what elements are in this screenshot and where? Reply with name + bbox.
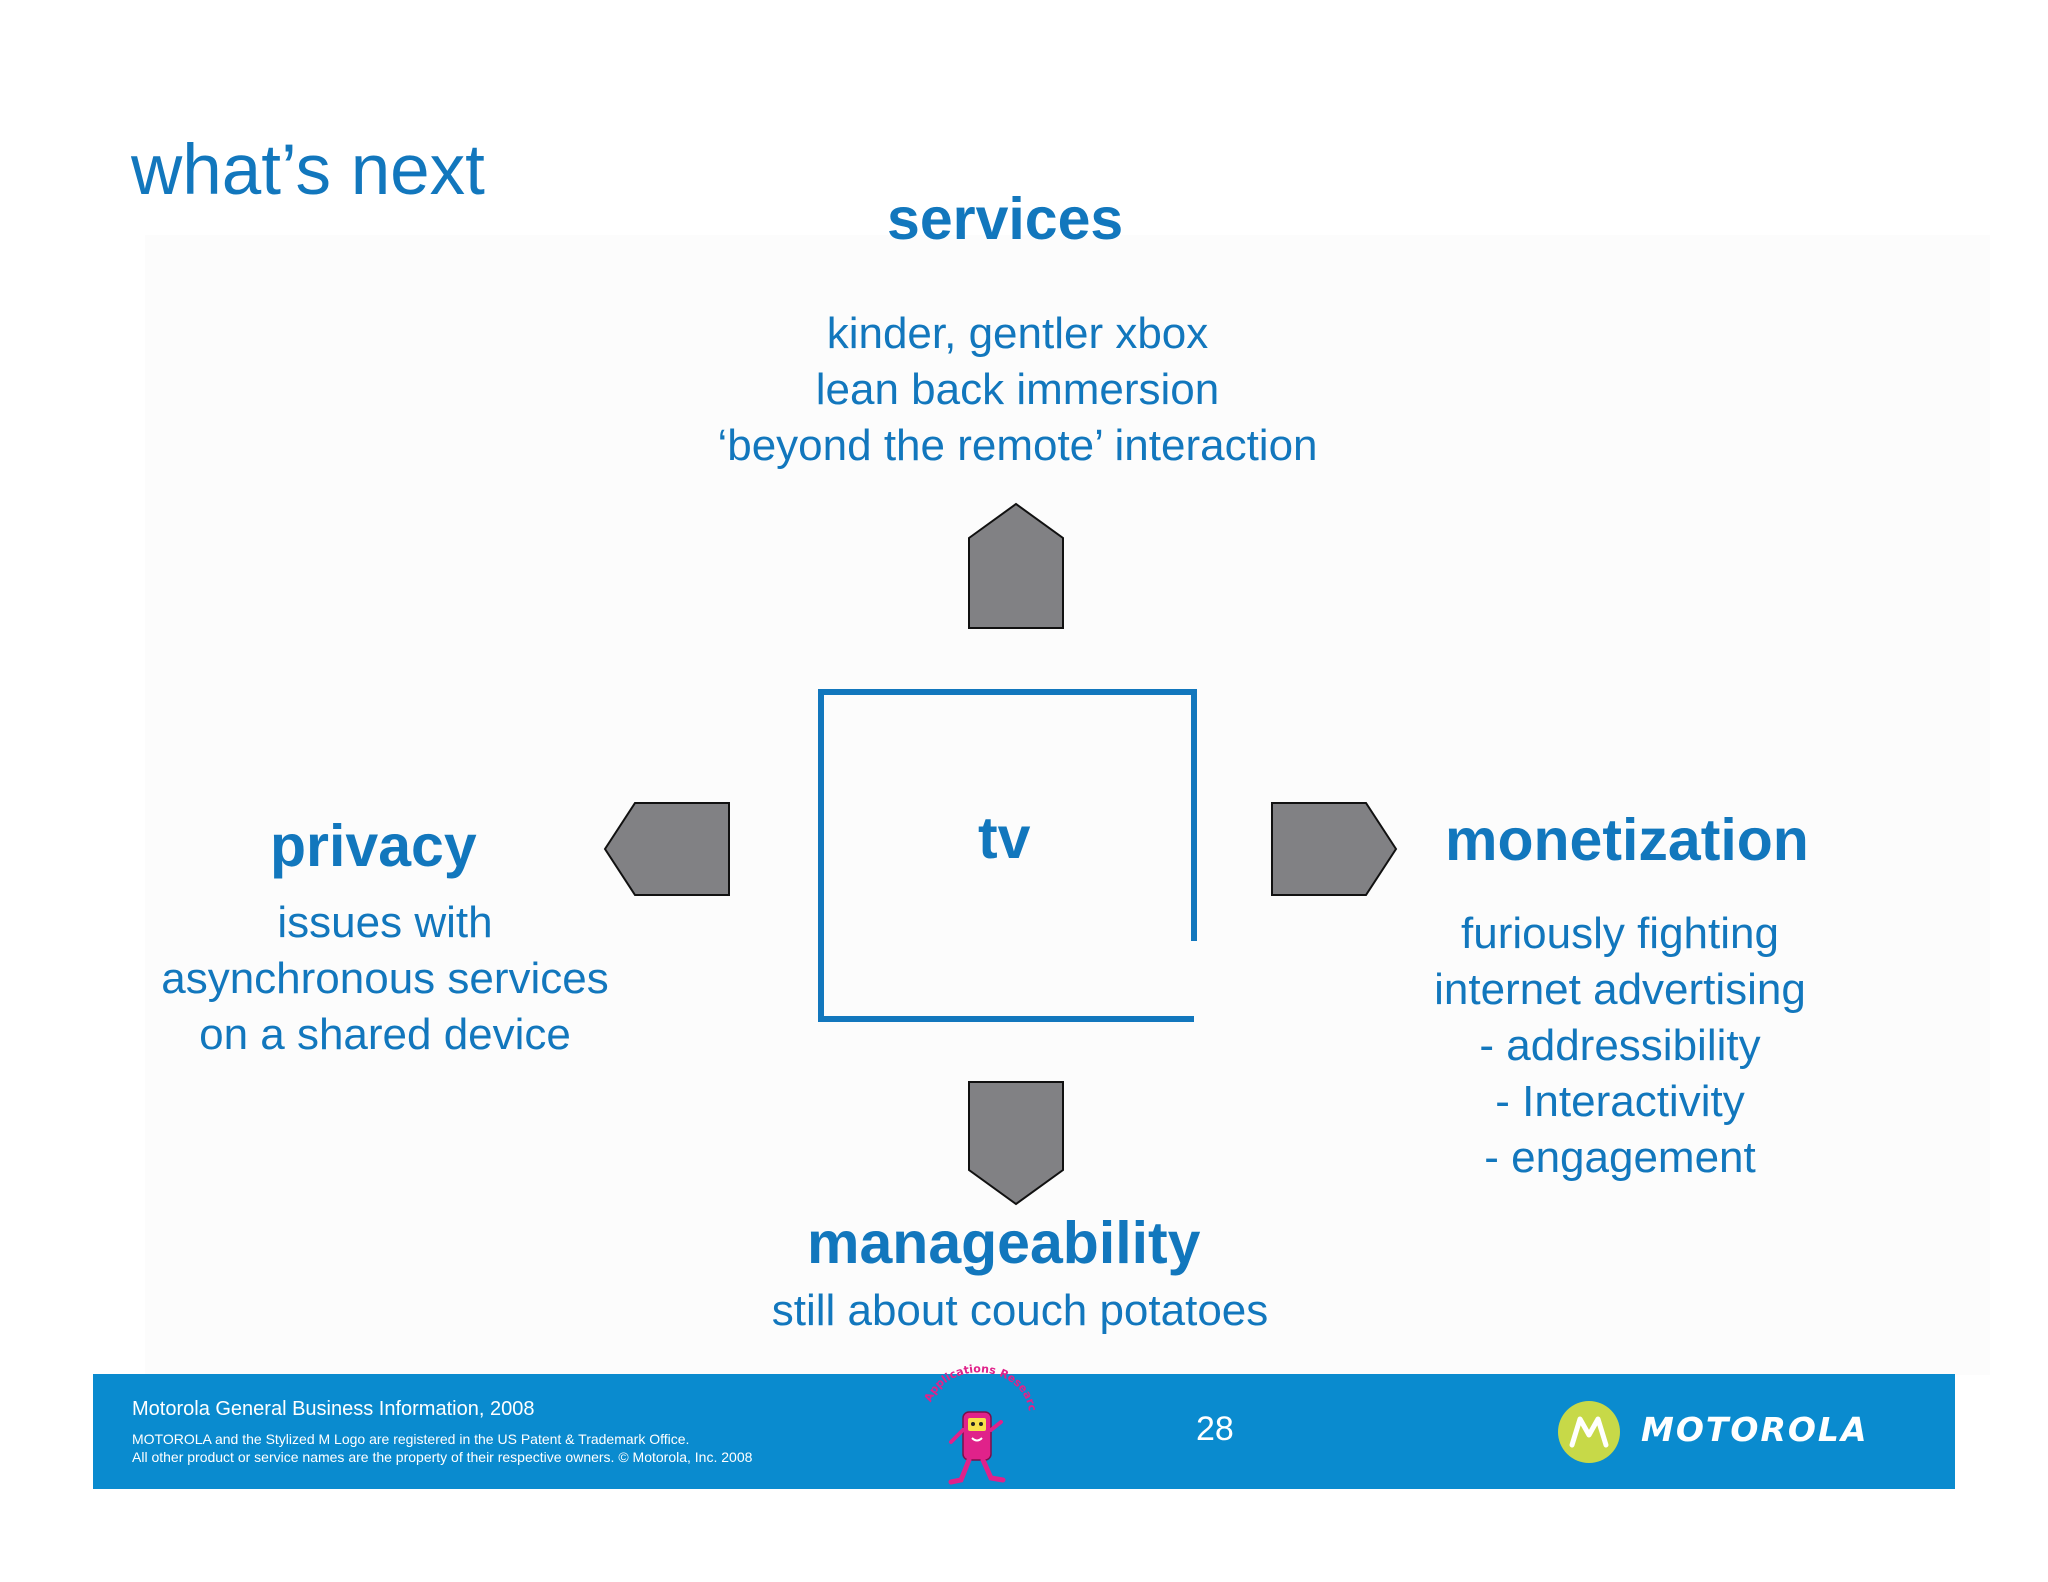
manageability-description: still about couch potatoes (720, 1283, 1320, 1339)
slide-background (145, 235, 1990, 1375)
monetization-line: - engagement (1484, 1133, 1756, 1182)
services-line: kinder, gentler xbox (826, 309, 1209, 358)
services-line: lean back immersion (815, 365, 1220, 414)
footer-legal: MOTOROLA and the Stylized M Logo are reg… (132, 1430, 752, 1466)
tv-label: tv (978, 805, 1031, 871)
monetization-line: internet advertising (1434, 965, 1806, 1014)
footer-legal-line: All other product or service names are t… (132, 1449, 753, 1465)
applications-research-mascot-logo: Applications Research (915, 1362, 1039, 1485)
monetization-line: - Interactivity (1495, 1077, 1745, 1126)
manageability-line: still about couch potatoes (771, 1286, 1269, 1335)
privacy-description: issues with asynchronous services on a s… (135, 895, 635, 1063)
monetization-description: furiously fighting internet advertising … (1395, 906, 1845, 1186)
services-heading: services (887, 186, 1124, 252)
footer-info: Motorola General Business Information, 2… (132, 1398, 535, 1420)
monetization-line: - addressibility (1479, 1021, 1761, 1070)
slide-title: what’s next (131, 131, 485, 210)
monetization-heading: monetization (1445, 807, 1809, 873)
footer-bar: Motorola General Business Information, 2… (93, 1362, 1955, 1489)
privacy-line: asynchronous services (161, 954, 609, 1003)
footer-legal-line: MOTOROLA and the Stylized M Logo are reg… (132, 1431, 690, 1447)
manageability-heading: manageability (807, 1210, 1201, 1276)
privacy-line: on a shared device (199, 1010, 571, 1059)
privacy-line: issues with (277, 898, 493, 947)
services-line: ‘beyond the remote’ interaction (717, 421, 1318, 470)
monetization-line: furiously fighting (1461, 909, 1779, 958)
motorola-m-logo-icon (1558, 1401, 1620, 1463)
motorola-wordmark: MOTOROLA (1641, 1410, 1869, 1449)
privacy-heading: privacy (270, 813, 477, 879)
page-number: 28 (1196, 1410, 1234, 1448)
services-description: kinder, gentler xbox lean back immersion… (660, 306, 1375, 474)
